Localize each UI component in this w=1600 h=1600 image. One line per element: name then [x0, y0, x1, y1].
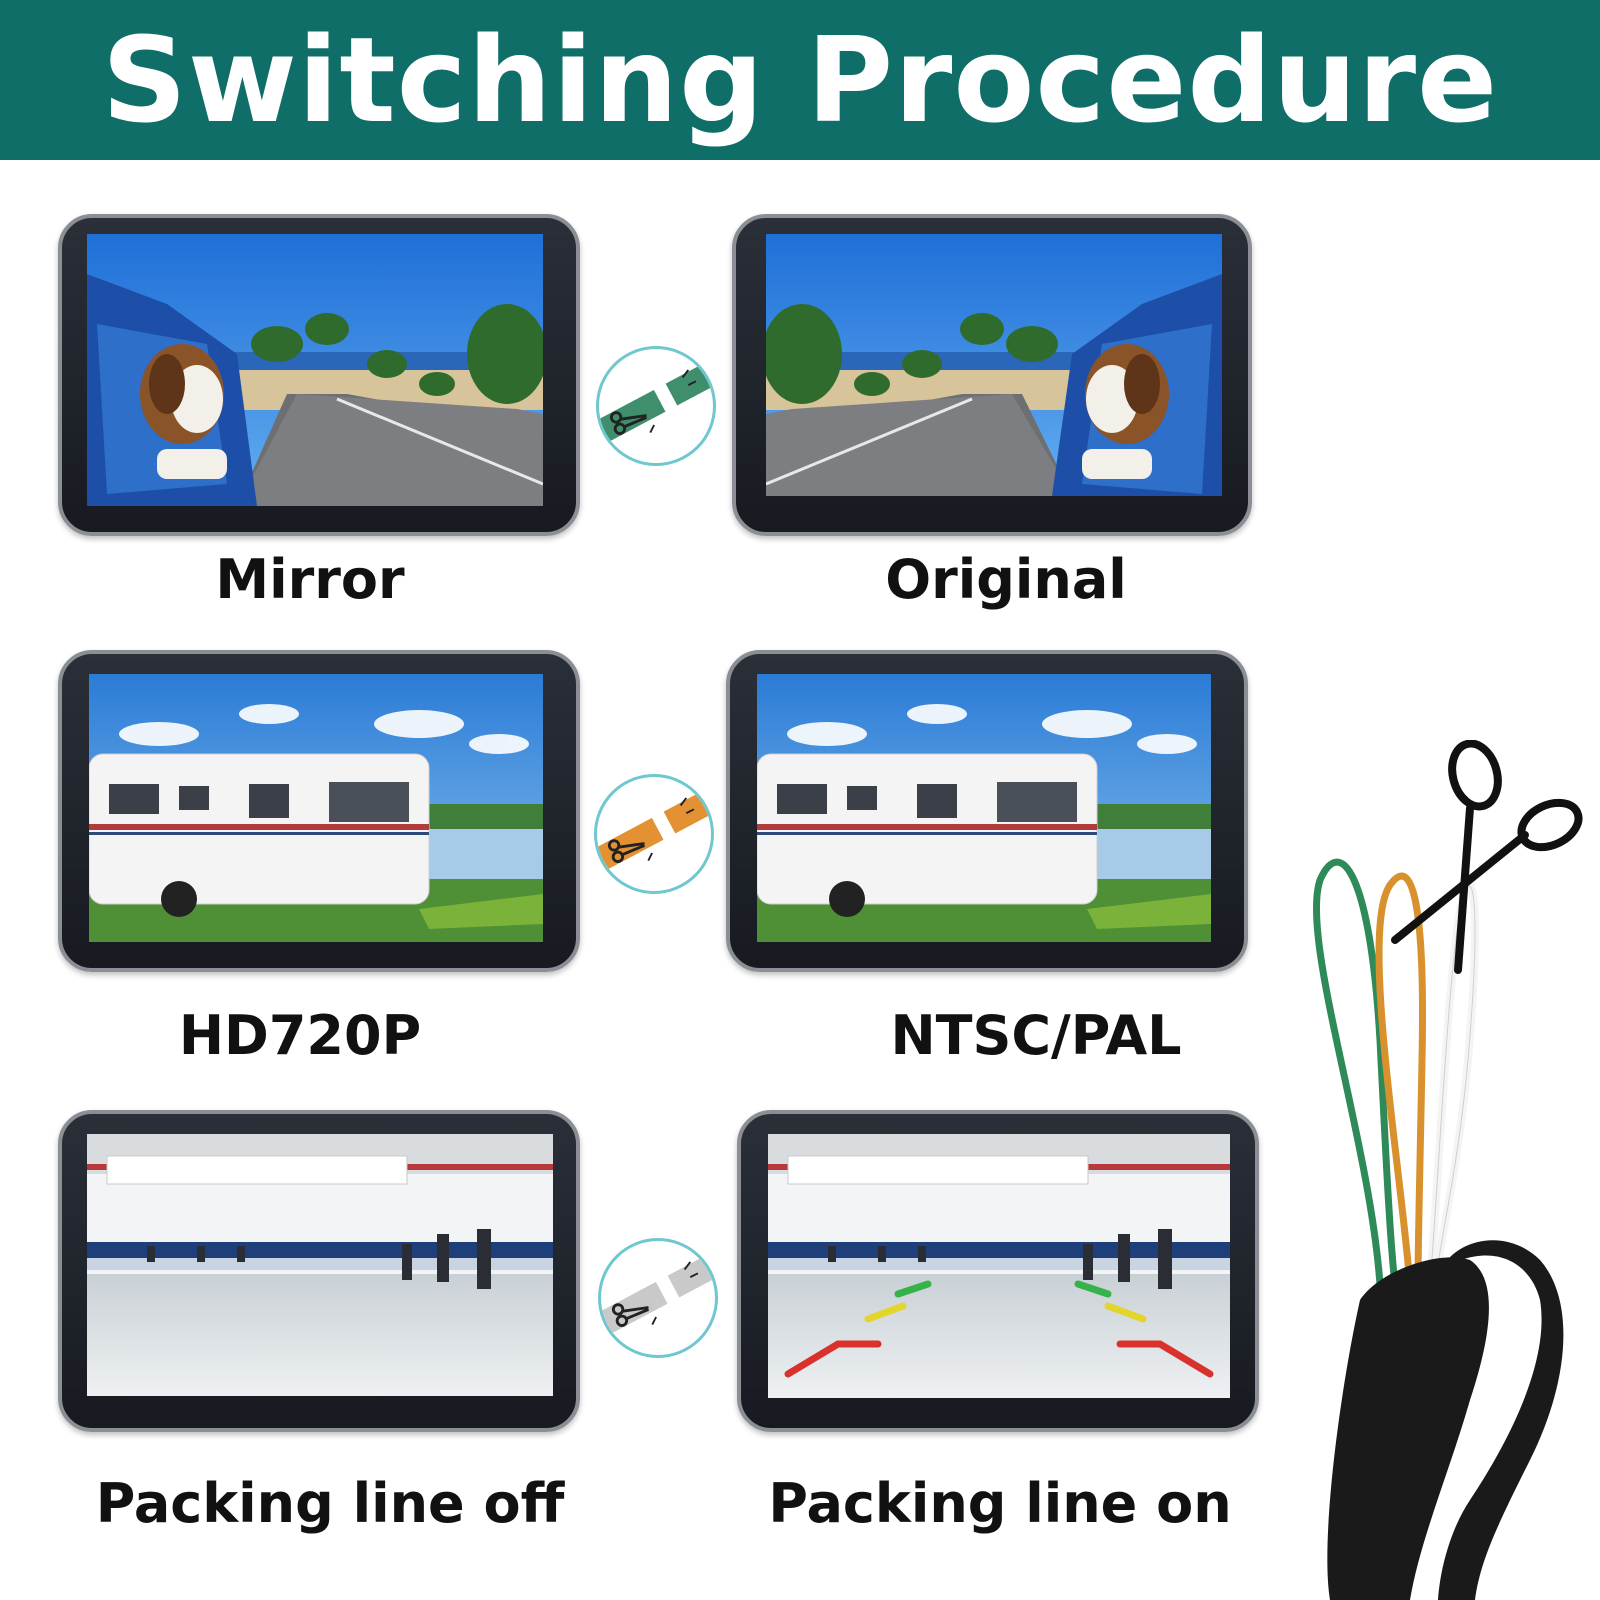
- label-mirror: Mirror: [215, 548, 405, 611]
- monitor-packing-line-on: [737, 1110, 1259, 1432]
- cut-orange-wire-icon: [594, 774, 714, 894]
- label-hd720p: HD720P: [178, 1004, 422, 1067]
- screen-original-view: [766, 234, 1222, 496]
- screen-packing-line-on-view: [768, 1134, 1230, 1398]
- label-packing-line-on: Packing line on: [768, 1472, 1232, 1535]
- header-banner: Switching Procedure: [0, 0, 1600, 160]
- monitor-ntsc-pal: [726, 650, 1248, 972]
- label-original: Original: [885, 548, 1127, 611]
- label-ntsc-pal: NTSC/PAL: [890, 1004, 1182, 1067]
- screen-ntsc-pal-view: [757, 674, 1211, 942]
- cut-green-wire-icon: [596, 346, 716, 466]
- scissors-icon: [1391, 740, 1583, 974]
- page-title: Switching Procedure: [101, 11, 1499, 149]
- monitor-hd720p: [58, 650, 580, 972]
- screen-packing-line-off-view: [87, 1134, 553, 1396]
- cable-with-wires-icon: [1300, 740, 1600, 1600]
- cut-white-wire-icon: [598, 1238, 718, 1358]
- screen-mirror-view: [87, 234, 543, 506]
- monitor-mirror: [58, 214, 580, 536]
- monitor-packing-line-off: [58, 1110, 580, 1432]
- monitor-original: [732, 214, 1252, 536]
- screen-hd720p-view: [89, 674, 543, 942]
- label-packing-line-off: Packing line off: [95, 1472, 565, 1535]
